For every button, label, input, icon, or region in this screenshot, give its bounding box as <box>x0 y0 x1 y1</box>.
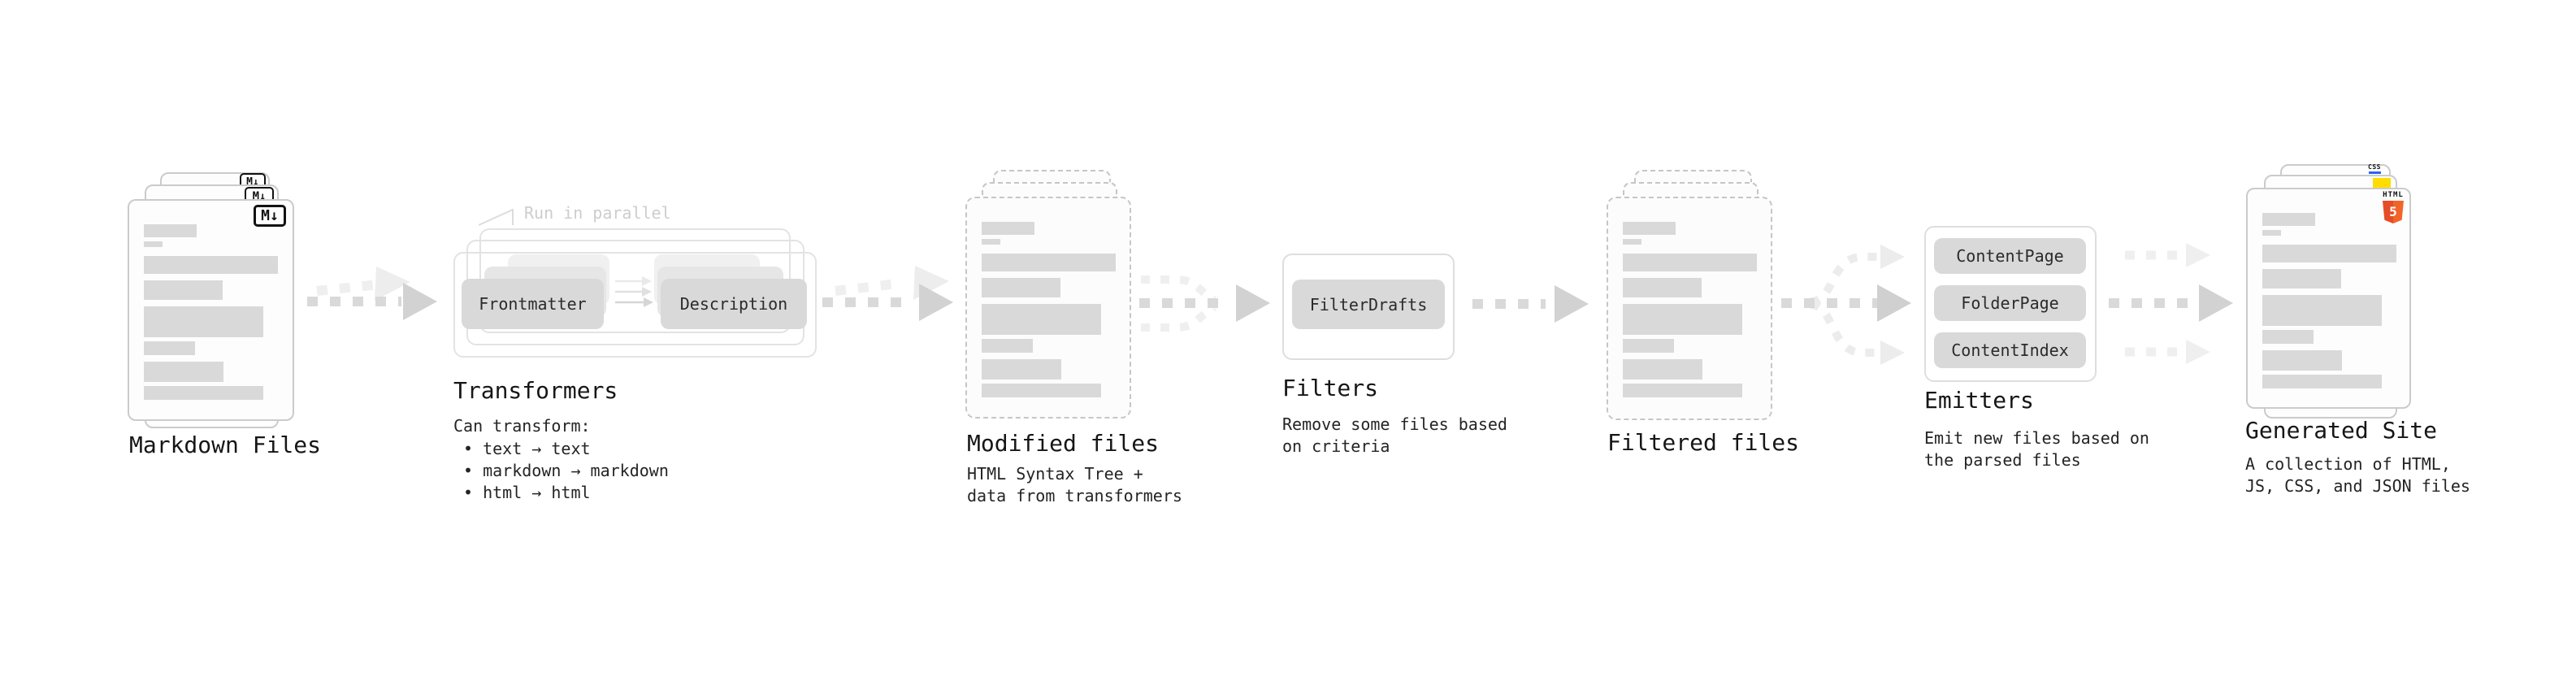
arrow-filters-to-filtered <box>1472 285 1589 323</box>
markdown-files-title: Markdown Files <box>129 432 322 458</box>
html5-shield: 5 <box>2383 201 2404 223</box>
filtered-files-title: Filtered files <box>1607 429 1800 456</box>
modified-files-desc: HTML Syntax Tree + <box>967 464 1143 484</box>
modified-file-card <box>965 197 1131 419</box>
generated-site-desc: A collection of HTML, <box>2245 454 2451 474</box>
arrow-markdown-to-transformers <box>307 267 437 320</box>
modified-files-desc: data from transformers <box>967 486 1182 505</box>
generated-file-card-front <box>2246 188 2411 409</box>
css-icon-bar <box>2368 171 2381 174</box>
js-icon <box>2373 178 2391 188</box>
html5-icon: HTML 5 <box>2379 191 2407 227</box>
doc-content-lines <box>144 224 280 403</box>
transformers-title: Transformers <box>453 377 618 404</box>
transformers-intro: Can transform: <box>453 416 591 436</box>
transformers-bullet: • markdown → markdown <box>463 461 669 480</box>
filtered-file-card <box>1607 197 1772 420</box>
filters-title: Filters <box>1282 375 1379 401</box>
filters-desc: Remove some files based <box>1282 414 1507 434</box>
doc-content-lines <box>1623 222 1759 401</box>
emitters-desc: Emit new files based on <box>1924 428 2149 448</box>
css-icon: CSS <box>2367 164 2382 174</box>
arrow-emitters-to-generated <box>2109 243 2233 364</box>
arrow-filtered-to-emitters-split <box>1781 245 1911 365</box>
generated-site-desc: JS, CSS, and JSON files <box>2245 476 2470 496</box>
emitters-desc: the parsed files <box>1924 450 2081 470</box>
folderpage-pill: FolderPage <box>1934 285 2086 321</box>
run-in-parallel-leader-line <box>478 208 514 226</box>
arrow-transformers-to-modified <box>822 266 953 321</box>
contentindex-pill: ContentIndex <box>1934 332 2086 368</box>
generated-site-title: Generated Site <box>2245 417 2438 444</box>
modified-file-tab-middle <box>982 182 1117 198</box>
modified-files-title: Modified files <box>967 430 1160 457</box>
transformer-box-front <box>453 252 817 358</box>
contentpage-pill: ContentPage <box>1934 238 2086 274</box>
doc-content-lines <box>2262 213 2399 392</box>
transformers-bullet: • html → html <box>463 483 591 502</box>
filtered-file-tab-back <box>1634 170 1752 184</box>
transformers-bullet: • text → text <box>463 439 591 458</box>
filters-desc: on criteria <box>1282 436 1390 456</box>
frontmatter-pill: Frontmatter <box>462 279 604 329</box>
filtered-file-tab-middle <box>1623 182 1759 198</box>
filterdrafts-pill: FilterDrafts <box>1292 280 1445 329</box>
description-pill: Description <box>661 279 807 329</box>
markdown-icon: M↓ <box>254 205 286 227</box>
markdown-file-card-front <box>128 199 294 421</box>
modified-file-tab-back <box>993 170 1111 184</box>
run-in-parallel-note: Run in parallel <box>524 203 671 223</box>
doc-content-lines <box>982 222 1118 401</box>
arrow-modified-to-filters-merge <box>1139 275 1270 332</box>
emitters-title: Emitters <box>1924 387 2034 414</box>
